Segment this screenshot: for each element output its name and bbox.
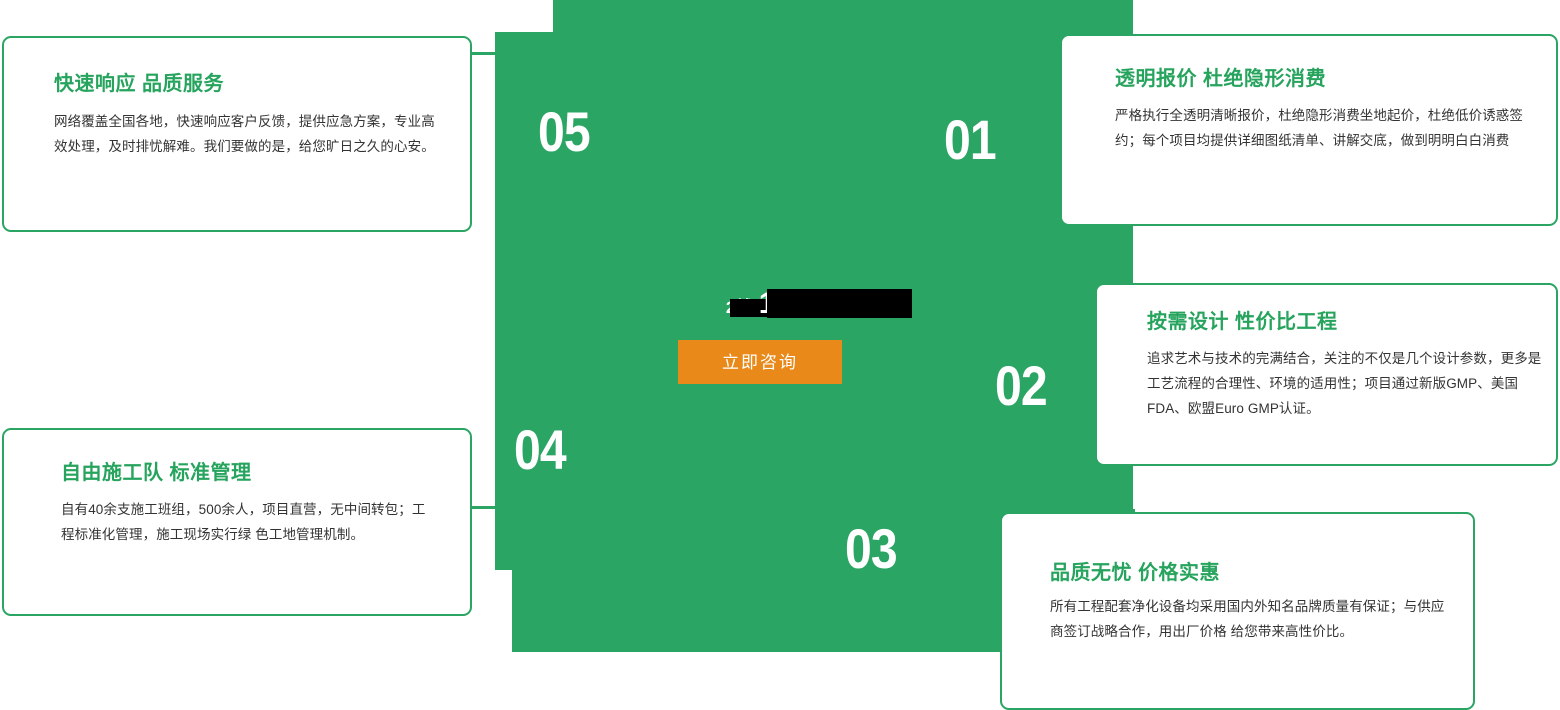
redaction-bar-line2 bbox=[766, 289, 912, 318]
connector-line-05 bbox=[468, 52, 498, 55]
step-number-04: 04 bbox=[514, 418, 567, 481]
feature-card-04-content: 自由施工队 标准管理 自有40余支施工班组，500余人，项目直营，无中间转包；工… bbox=[61, 461, 439, 548]
feature-card-03[interactable]: 品质无忧 价格实惠 所有工程配套净化设备均采用国内外知名品牌质量有保证；与供应商… bbox=[1000, 512, 1475, 710]
feature-card-04-title: 自由施工队 标准管理 bbox=[61, 462, 252, 484]
feature-card-03-body: 所有工程配套净化设备均采用国内外知名品牌质量有保证；与供应商签订战略合作，用出厂… bbox=[1050, 599, 1445, 639]
feature-card-05-body: 网络覆盖全国各地，快速响应客户反馈，提供应急方案，专业高效处理，及时排忧解难。我… bbox=[54, 114, 435, 154]
consult-now-button[interactable]: 立即咨询 bbox=[678, 340, 842, 384]
connector-line-03 bbox=[1000, 509, 1135, 512]
step-number-02: 02 bbox=[995, 354, 1048, 417]
feature-card-02[interactable]: 按需设计 性价比工程 追求艺术与技术的完满结合，关注的不仅是几个设计参数，更多是… bbox=[1095, 283, 1558, 466]
center-panel-left-step bbox=[495, 32, 553, 570]
feature-card-05[interactable]: 快速响应 品质服务 网络覆盖全国各地，快速响应客户反馈，提供应急方案，专业高效处… bbox=[2, 36, 472, 232]
feature-card-02-content: 按需设计 性价比工程 追求艺术与技术的完满结合，关注的不仅是几个设计参数，更多是… bbox=[1147, 310, 1543, 422]
feature-card-02-title: 按需设计 性价比工程 bbox=[1147, 311, 1338, 333]
cta-headline-primary: 16 bbox=[759, 286, 912, 322]
feature-card-01-content: 透明报价 杜绝隐形消费 严格执行全透明清晰报价，杜绝隐形消费坐地起价，杜绝低价诱… bbox=[1115, 67, 1535, 154]
feature-card-05-content: 快速响应 品质服务 网络覆盖全国各地，快速响应客户反馈，提供应急方案，专业高效处… bbox=[54, 72, 436, 160]
step-number-03: 03 bbox=[845, 517, 898, 580]
center-cta-block: 2钱 16 立即咨询 bbox=[600, 278, 920, 384]
step-number-05: 05 bbox=[538, 100, 591, 163]
center-panel-lower-step bbox=[512, 570, 553, 652]
step-number-01: 01 bbox=[944, 108, 997, 171]
feature-card-03-content: 品质无忧 价格实惠 所有工程配套净化设备均采用国内外知名品牌质量有保证；与供应商… bbox=[1050, 561, 1452, 645]
connector-line-04 bbox=[468, 506, 515, 509]
feature-card-04[interactable]: 自由施工队 标准管理 自有40余支施工班组，500余人，项目直营，无中间转包；工… bbox=[2, 428, 472, 616]
feature-card-01-body: 严格执行全透明清晰报价，杜绝隐形消费坐地起价，杜绝低价诱惑签约；每个项目均提供详… bbox=[1115, 108, 1523, 148]
feature-card-03-title: 品质无忧 价格实惠 bbox=[1050, 562, 1221, 584]
feature-card-01-title: 透明报价 杜绝隐形消费 bbox=[1115, 68, 1327, 90]
feature-card-04-body: 自有40余支施工班组，500余人，项目直营，无中间转包；工程标准化管理，施工现场… bbox=[61, 502, 426, 542]
feature-card-02-body: 追求艺术与技术的完满结合，关注的不仅是几个设计参数，更多是工艺流程的合理性、环境… bbox=[1147, 351, 1542, 416]
cta-headline-secondary: 2钱 bbox=[726, 298, 838, 318]
feature-card-05-title: 快速响应 品质服务 bbox=[54, 73, 225, 95]
feature-card-01[interactable]: 透明报价 杜绝隐形消费 严格执行全透明清晰报价，杜绝隐形消费坐地起价，杜绝低价诱… bbox=[1060, 34, 1558, 226]
